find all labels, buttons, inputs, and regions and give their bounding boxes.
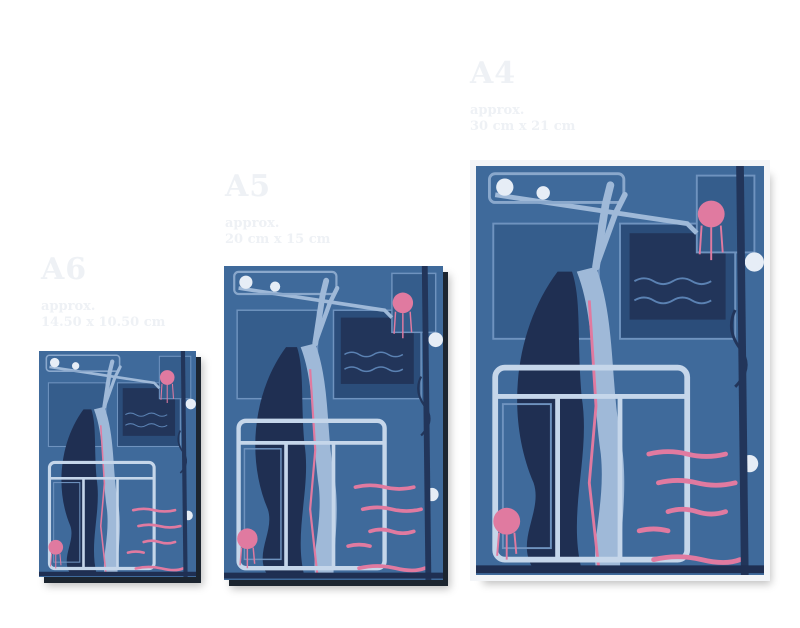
size-label-a6: A6 approx. 14.50 x 10.50 cm [41,255,165,332]
size-approx-text: approx. 14.50 x 10.50 cm [41,299,166,331]
artwork-illustration [39,351,196,577]
size-title: A5 [225,169,272,204]
artwork-illustration [476,166,764,575]
size-title: A4 [470,56,517,91]
size-title: A6 [41,252,88,287]
size-label-a5: A5 approx. 20 cm x 15 cm [225,172,330,249]
print-preview-a4 [470,160,770,581]
size-approx-text: approx. 30 cm x 21 cm [470,103,576,135]
size-label-a4: A4 approx. 30 cm x 21 cm [470,59,575,136]
print-preview-a6 [39,351,196,577]
print-preview-a5 [224,266,443,580]
size-approx-text: approx. 20 cm x 15 cm [225,216,331,248]
artwork-illustration [224,266,443,580]
